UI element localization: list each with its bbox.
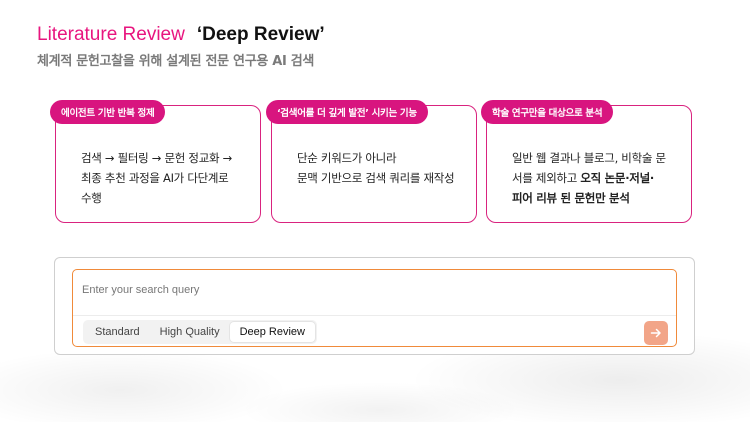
feature-card-line: 단순 키워드가 아니라 [297, 151, 397, 165]
feature-card-body: 검색 → 필터링 → 문헌 정교화 → 최종 추천 과정을 AI가 다단계로 수… [81, 148, 246, 208]
feature-card-academic: 학술 연구만을 대상으로 분석 일반 웹 결과나 블로그, 비학술 문 서를 제… [481, 100, 692, 223]
search-panel: Standard High Quality Deep Review [54, 257, 695, 355]
search-mode-selector: Standard High Quality Deep Review [83, 320, 317, 344]
feature-card-agent: 에이전트 기반 반복 정제 검색 → 필터링 → 문헌 정교화 → 최종 추천 … [50, 100, 261, 223]
feature-card-tag: 에이전트 기반 반복 정제 [50, 100, 166, 124]
mode-high-quality-button[interactable]: High Quality [159, 326, 220, 338]
page-subtitle: 체계적 문헌고찰을 위해 설계된 전문 연구용 AI 검색 [37, 54, 315, 69]
feature-card-tag: 학술 연구만을 대상으로 분석 [481, 100, 614, 124]
feature-card-emphasis: 피어 리뷰 된 문헌만 분석 [512, 191, 630, 205]
mode-standard-button[interactable]: Standard [95, 326, 140, 338]
search-box: Standard High Quality Deep Review [72, 269, 677, 347]
feature-card-query: ‘검색어를 더 깊게 발전’ 시키는 기능 단순 키워드가 아니라 문맥 기반으… [266, 100, 477, 223]
feature-card-line: 서를 제외하고 오직 논문·저널· [512, 168, 677, 188]
search-submit-button[interactable] [644, 321, 668, 345]
feature-card-line: 수행 [81, 191, 102, 205]
feature-card-line: 일반 웹 결과나 블로그, 비학술 문 [512, 151, 666, 165]
feature-card-line: 최종 추천 과정을 AI가 다단계로 [81, 171, 229, 185]
feature-card-body: 일반 웹 결과나 블로그, 비학술 문 서를 제외하고 오직 논문·저널· 피어… [512, 148, 677, 208]
feature-card-line: 문맥 기반으로 검색 쿼리를 재작성 [297, 171, 455, 185]
page-heading: Literature Review ‘Deep Review’ 체계적 문헌고찰… [37, 24, 325, 69]
feature-card-line: 검색 → 필터링 → 문헌 정교화 → [81, 151, 232, 165]
title-literature-review: Literature Review [37, 24, 185, 45]
feature-card-line: 피어 리뷰 된 문헌만 분석 [512, 188, 677, 208]
feature-card-emphasis: 오직 논문·저널· [580, 171, 654, 185]
feature-card-text: 서를 제외하고 [512, 171, 581, 185]
feature-card-body: 단순 키워드가 아니라 문맥 기반으로 검색 쿼리를 재작성 [297, 148, 462, 188]
page-title: Literature Review ‘Deep Review’ [37, 24, 325, 46]
feature-card-tag: ‘검색어를 더 깊게 발전’ 시키는 기능 [266, 100, 428, 124]
search-input[interactable] [82, 284, 662, 296]
mode-deep-review-button[interactable]: Deep Review [229, 322, 315, 342]
divider [73, 315, 676, 316]
title-deep-review: ‘Deep Review’ [196, 24, 325, 45]
arrow-right-icon [650, 328, 661, 338]
